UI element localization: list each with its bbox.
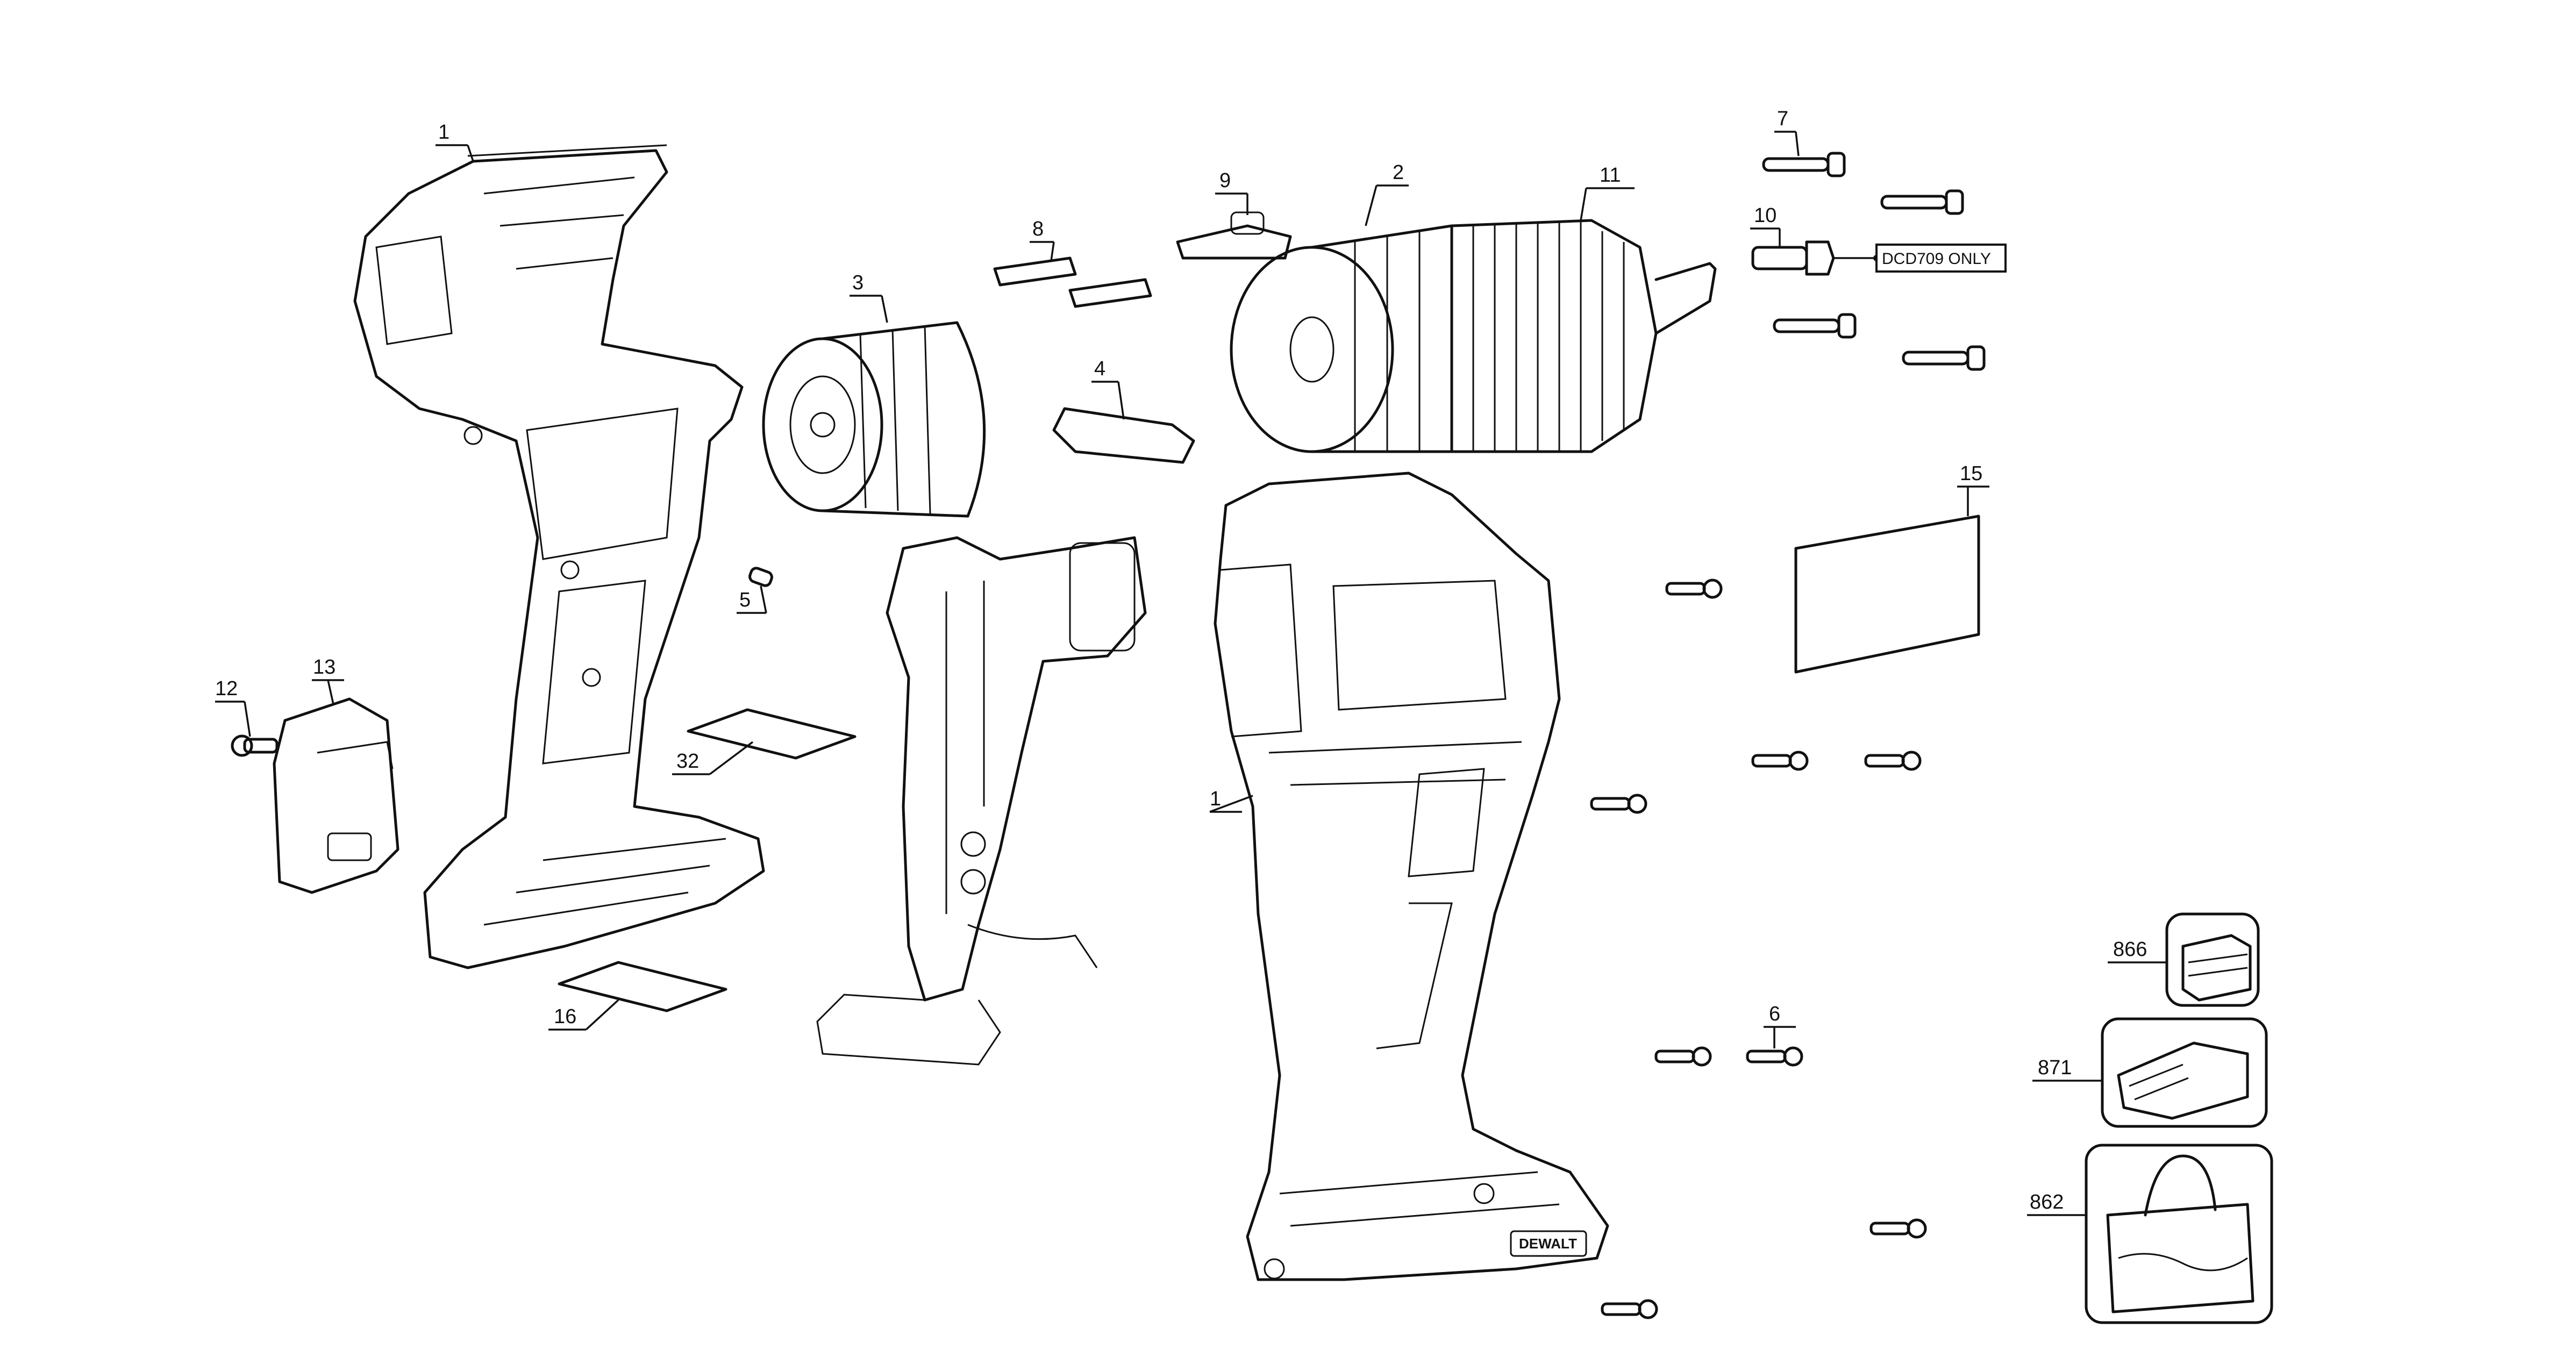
leader-12-tip bbox=[244, 701, 251, 737]
part-13-belt-hook bbox=[273, 697, 399, 894]
label-part-9: 9 bbox=[1219, 169, 1231, 192]
screws-top bbox=[1762, 152, 1986, 371]
leader-7-tip bbox=[1795, 131, 1800, 156]
leader-16-tip bbox=[585, 999, 619, 1031]
label-part-1-housing: 1 bbox=[1210, 788, 1221, 810]
label-part-3: 3 bbox=[852, 272, 864, 294]
leader-3-tip bbox=[881, 295, 888, 323]
dewalt-logo: DEWALT bbox=[1519, 1236, 1577, 1252]
switch-assembly bbox=[816, 536, 1147, 1066]
label-part-1-top: 1 bbox=[438, 121, 449, 144]
leader-1b-tip bbox=[1209, 795, 1253, 813]
label-part-32: 32 bbox=[676, 750, 699, 773]
motor bbox=[762, 321, 986, 518]
part-8-clips bbox=[993, 256, 1152, 308]
battery-icon bbox=[2181, 934, 2252, 1002]
leader-2-tip bbox=[1365, 185, 1378, 226]
label-part-7: 7 bbox=[1777, 108, 1788, 130]
charger-frame bbox=[2101, 1017, 2268, 1128]
part-5-pin bbox=[748, 567, 773, 587]
dcd709-only-note: DCD709 ONLY bbox=[1882, 250, 1991, 268]
leader-8-tip bbox=[1050, 241, 1055, 261]
leader-1a-tip bbox=[467, 145, 474, 162]
battery-frame bbox=[2165, 912, 2260, 1007]
leader-5-tip bbox=[760, 585, 767, 613]
label-part-866: 866 bbox=[2113, 938, 2147, 961]
bag-icon bbox=[2106, 1154, 2254, 1313]
leader-4-tip bbox=[1117, 381, 1125, 420]
part-4-pad bbox=[1052, 407, 1195, 464]
label-part-2: 2 bbox=[1393, 161, 1404, 184]
part-15-label-plate bbox=[1794, 515, 1980, 674]
label-part-15: 15 bbox=[1960, 462, 1982, 485]
leader-32-tip bbox=[709, 741, 754, 775]
label-part-12: 12 bbox=[215, 677, 238, 700]
label-part-11: 11 bbox=[1600, 164, 1621, 187]
part-10-bolt bbox=[1751, 240, 1835, 276]
charger-icon bbox=[2117, 1041, 2249, 1120]
leader-13-tip bbox=[327, 680, 334, 705]
leader-11-tip bbox=[1580, 188, 1587, 221]
part-16-sheet bbox=[558, 961, 727, 1012]
part-32-sheet bbox=[687, 708, 857, 760]
part-12-screw bbox=[231, 734, 279, 757]
bag-frame bbox=[2085, 1144, 2273, 1324]
dcd709-only-box bbox=[1875, 244, 2007, 273]
label-part-6: 6 bbox=[1769, 1003, 1780, 1025]
label-part-8: 8 bbox=[1032, 218, 1044, 240]
label-part-862: 862 bbox=[2030, 1191, 2064, 1213]
housing-assembled: DEWALT bbox=[1214, 472, 1609, 1281]
label-part-871: 871 bbox=[2038, 1056, 2072, 1079]
label-part-10: 10 bbox=[1754, 204, 1776, 227]
label-part-16: 16 bbox=[554, 1005, 576, 1028]
housing-left-half bbox=[353, 144, 765, 969]
label-part-5: 5 bbox=[739, 589, 751, 611]
part-6-screws bbox=[1590, 579, 1927, 1319]
label-part-13: 13 bbox=[313, 656, 336, 679]
transmission-assembly bbox=[1176, 211, 1717, 453]
label-part-4: 4 bbox=[1094, 358, 1105, 380]
